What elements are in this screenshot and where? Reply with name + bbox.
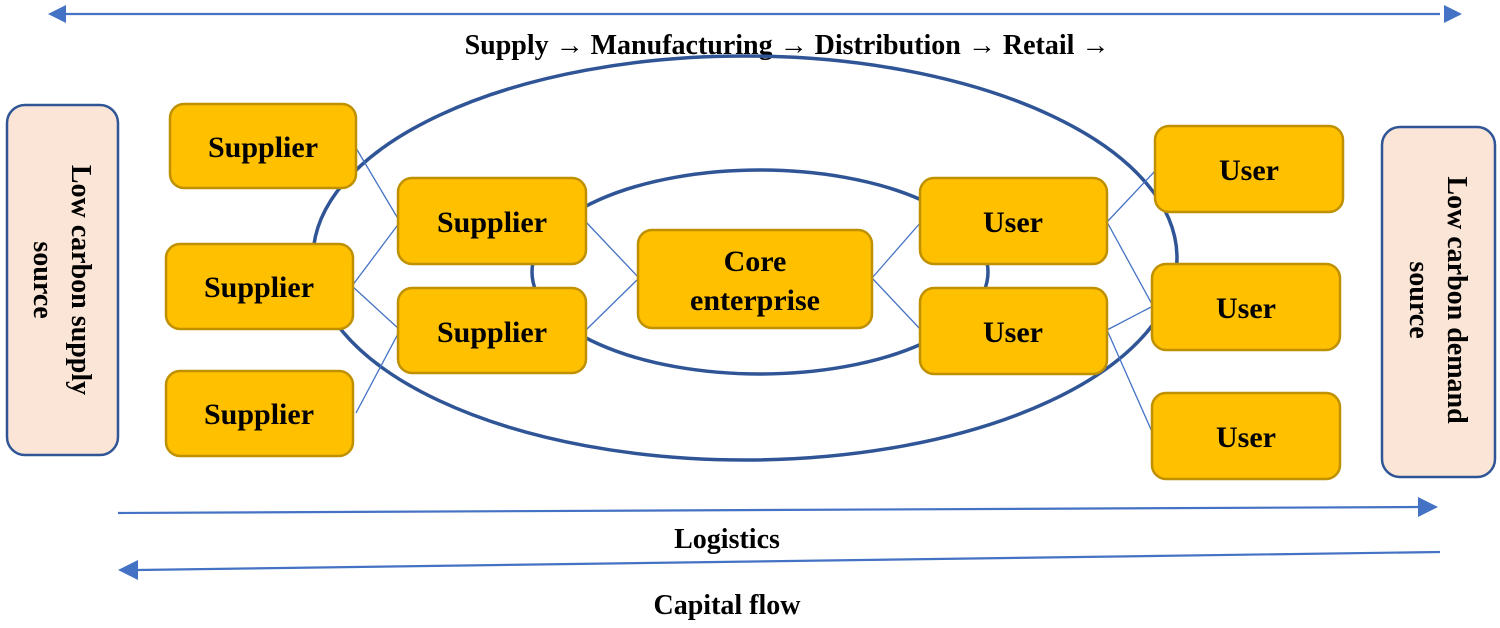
arrowhead-right-icon	[1418, 497, 1438, 517]
logistics-label: Logistics	[674, 524, 780, 555]
inner-supplier-node: Supplier	[396, 176, 588, 266]
node-label: User	[983, 316, 1043, 349]
capital-flow-label: Capital flow	[654, 590, 802, 621]
arrowhead-left-icon	[118, 560, 138, 580]
node-label: Supplier	[437, 206, 547, 239]
node-label: Supplier	[437, 316, 547, 349]
logistics-arrow-line	[117, 505, 1419, 515]
outer-supplier-node: Supplier	[164, 369, 355, 458]
inner-supplier-node: Supplier	[396, 286, 588, 375]
arrowhead-left-icon	[48, 5, 66, 23]
arrowhead-right-icon	[1444, 5, 1462, 23]
top-flow-arrow	[48, 5, 1462, 23]
supply-source-line1: Low carbon supply	[65, 165, 96, 395]
inner-ellipse	[530, 168, 990, 376]
outer-user-node: User	[1150, 262, 1342, 352]
outer-user-node: User	[1153, 124, 1345, 214]
capital-flow-arrow	[118, 550, 1441, 580]
core-label-line2: enterprise	[690, 284, 820, 317]
inner-user-node: User	[918, 176, 1109, 266]
node-label: User	[1216, 292, 1276, 325]
demand-source-line1: Low carbon demand	[1441, 176, 1472, 424]
capital-arrow-line	[137, 550, 1441, 572]
connector-lines	[351, 147, 1157, 435]
node-label: Supplier	[204, 398, 314, 431]
supply-source-line2: source	[27, 241, 58, 318]
node-label: User	[1216, 421, 1276, 454]
node-label: User	[1219, 154, 1279, 187]
inner-user-node: User	[918, 286, 1109, 376]
low-carbon-supply-source: Low carbon supply source	[5, 103, 120, 457]
outer-supplier-node: Supplier	[164, 242, 355, 331]
node-label: Supplier	[204, 271, 314, 304]
low-carbon-demand-source: Low carbon demand source	[1380, 125, 1497, 479]
demand-source-line2: source	[1403, 261, 1434, 338]
outer-supplier-node: Supplier	[168, 102, 358, 190]
node-label: Supplier	[208, 131, 318, 164]
node-label: User	[983, 206, 1043, 239]
core-label-line1: Core	[724, 245, 787, 278]
logistics-arrow	[117, 497, 1438, 517]
outer-user-node: User	[1150, 391, 1342, 481]
core-enterprise-node: Core enterprise	[636, 228, 874, 330]
